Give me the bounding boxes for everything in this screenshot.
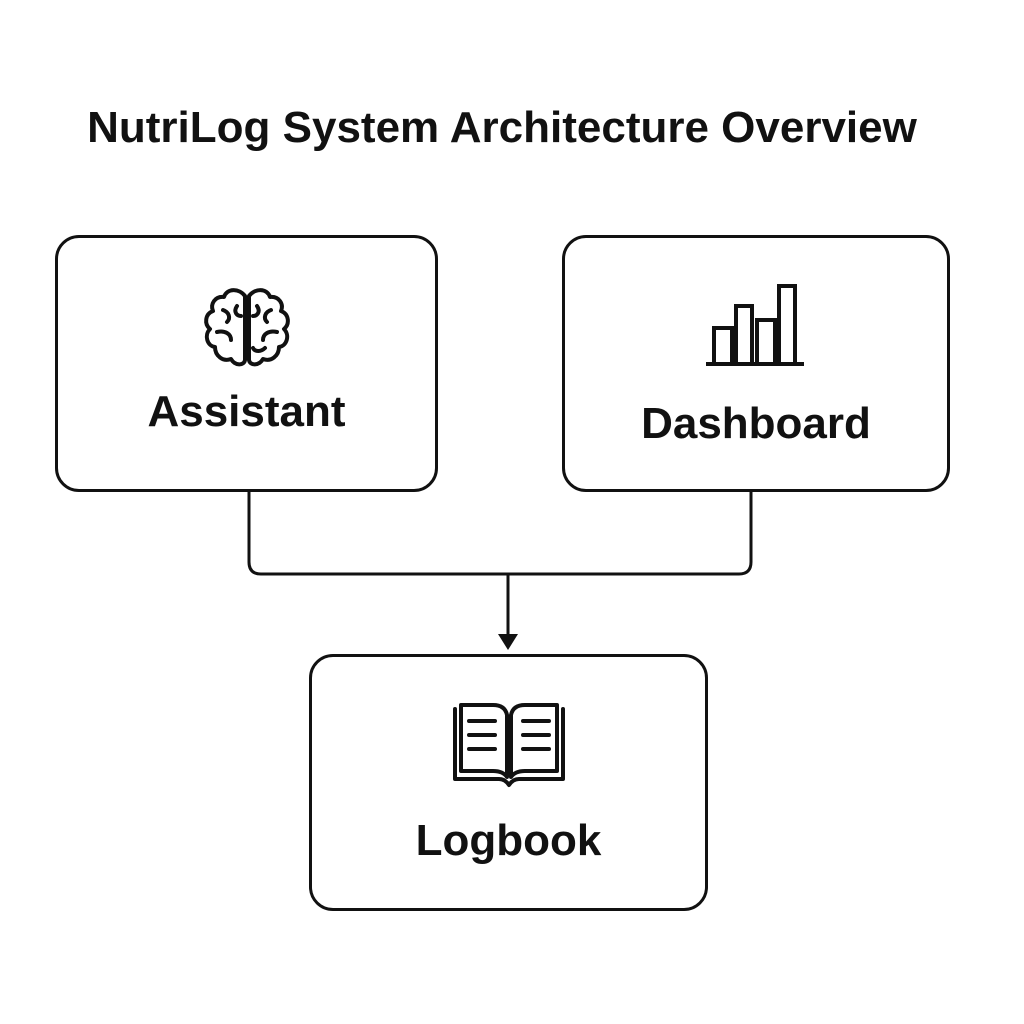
brain-icon (58, 286, 435, 374)
diagram-title: NutriLog System Architecture Overview (87, 103, 917, 152)
logbook-label: Logbook (415, 816, 602, 865)
dashboard-node: Dashboard (562, 235, 950, 492)
assistant-label: Assistant (147, 387, 346, 436)
assistant-connector (247, 492, 508, 576)
dashboard-label: Dashboard (641, 399, 871, 448)
assistant-node: Assistant (55, 235, 438, 492)
logbook-node: Logbook (309, 654, 708, 911)
bar-chart-icon (565, 284, 947, 368)
dashboard-connector (508, 492, 753, 576)
open-book-icon (312, 697, 705, 789)
arrow-head (498, 634, 518, 650)
